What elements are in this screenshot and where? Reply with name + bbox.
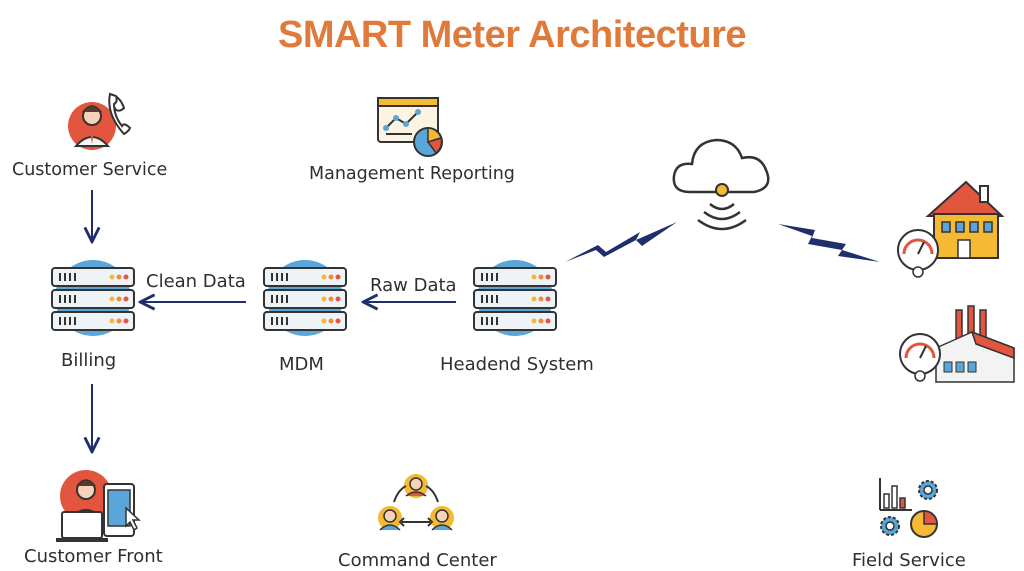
factory-meter-icon bbox=[896, 304, 1016, 386]
server-rack-icon bbox=[50, 258, 136, 338]
node-billing: Billing bbox=[61, 350, 117, 371]
lightning-left bbox=[565, 222, 677, 262]
flow-label-clean-data: Clean Data bbox=[146, 271, 246, 292]
team-network-icon bbox=[376, 472, 456, 542]
customer-portal-icon bbox=[54, 468, 146, 544]
flow-label-raw-data: Raw Data bbox=[370, 275, 457, 296]
page-title: SMART Meter Architecture bbox=[277, 14, 747, 56]
cloud-wireless-icon bbox=[668, 126, 778, 240]
server-rack-icon bbox=[262, 258, 348, 338]
report-dashboard-icon bbox=[376, 94, 448, 160]
node-headend-system: Headend System bbox=[440, 354, 594, 375]
server-rack-icon bbox=[472, 258, 558, 338]
node-customer-service: Customer Service bbox=[12, 160, 168, 180]
lightning-right bbox=[778, 224, 880, 262]
node-command-center: Command Center bbox=[338, 550, 497, 571]
node-management-reporting: Management Reporting bbox=[309, 164, 515, 184]
node-field-service: Field Service bbox=[852, 550, 966, 571]
analytics-gear-icon bbox=[876, 476, 946, 540]
node-customer-front: Customer Front bbox=[24, 546, 163, 567]
node-mdm: MDM bbox=[279, 354, 324, 375]
house-meter-icon bbox=[894, 178, 1005, 282]
call-agent-icon bbox=[64, 88, 136, 158]
